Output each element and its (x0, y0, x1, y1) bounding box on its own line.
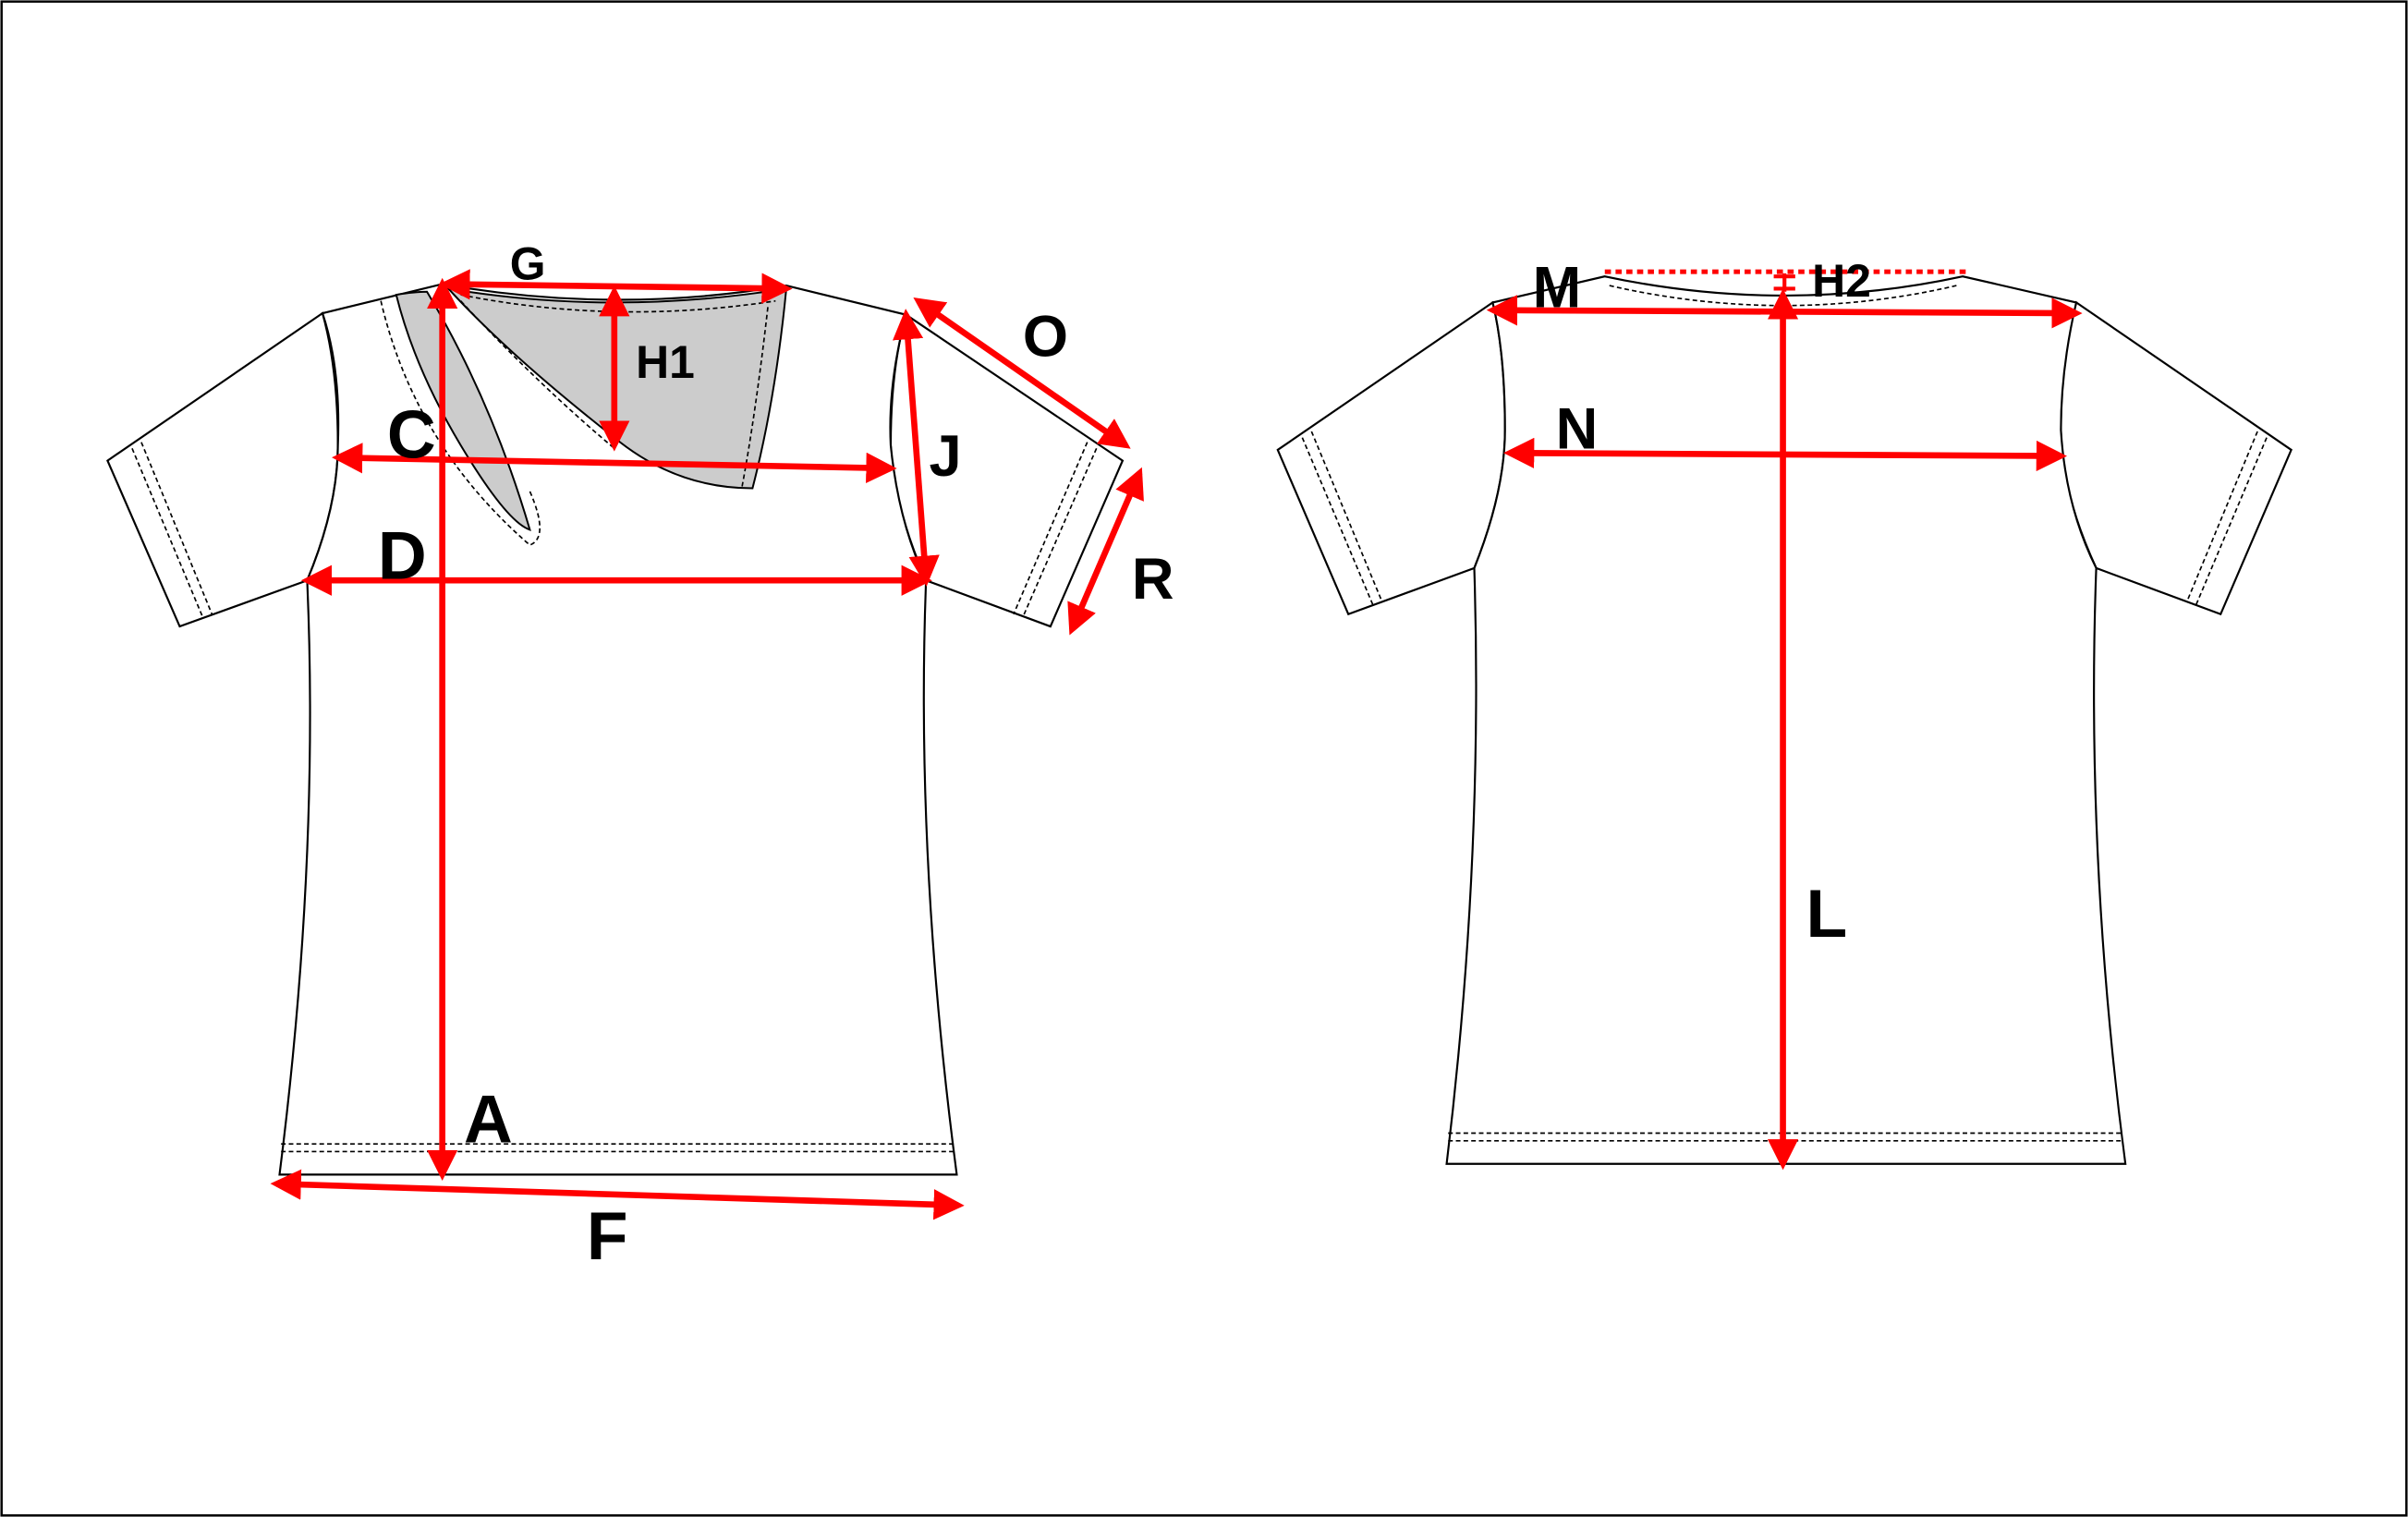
arrow-F (270, 1169, 965, 1220)
arrow-R (1067, 467, 1144, 636)
label-D: D (378, 519, 427, 594)
drape-stitch (380, 300, 541, 546)
label-F: F (587, 1199, 628, 1274)
back-left-cuff-stitch (1301, 431, 1383, 606)
label-C: C (387, 397, 436, 472)
front-left-cuff-stitch (131, 442, 213, 618)
label-J: J (930, 424, 962, 489)
label-N: N (1556, 396, 1599, 461)
arrow-O (913, 297, 1131, 449)
label-A: A (464, 1082, 513, 1157)
label-G: G (510, 237, 546, 289)
label-L: L (1806, 877, 1847, 952)
label-M: M (1533, 255, 1582, 320)
back-right-cuff-stitch (2185, 431, 2268, 606)
label-O: O (1023, 305, 1068, 370)
label-R: R (1132, 547, 1174, 612)
label-H1: H1 (636, 336, 695, 388)
label-H2: H2 (1812, 255, 1871, 307)
back-neck-stitch (1609, 285, 1957, 307)
front-hem-stitch (281, 1143, 955, 1153)
